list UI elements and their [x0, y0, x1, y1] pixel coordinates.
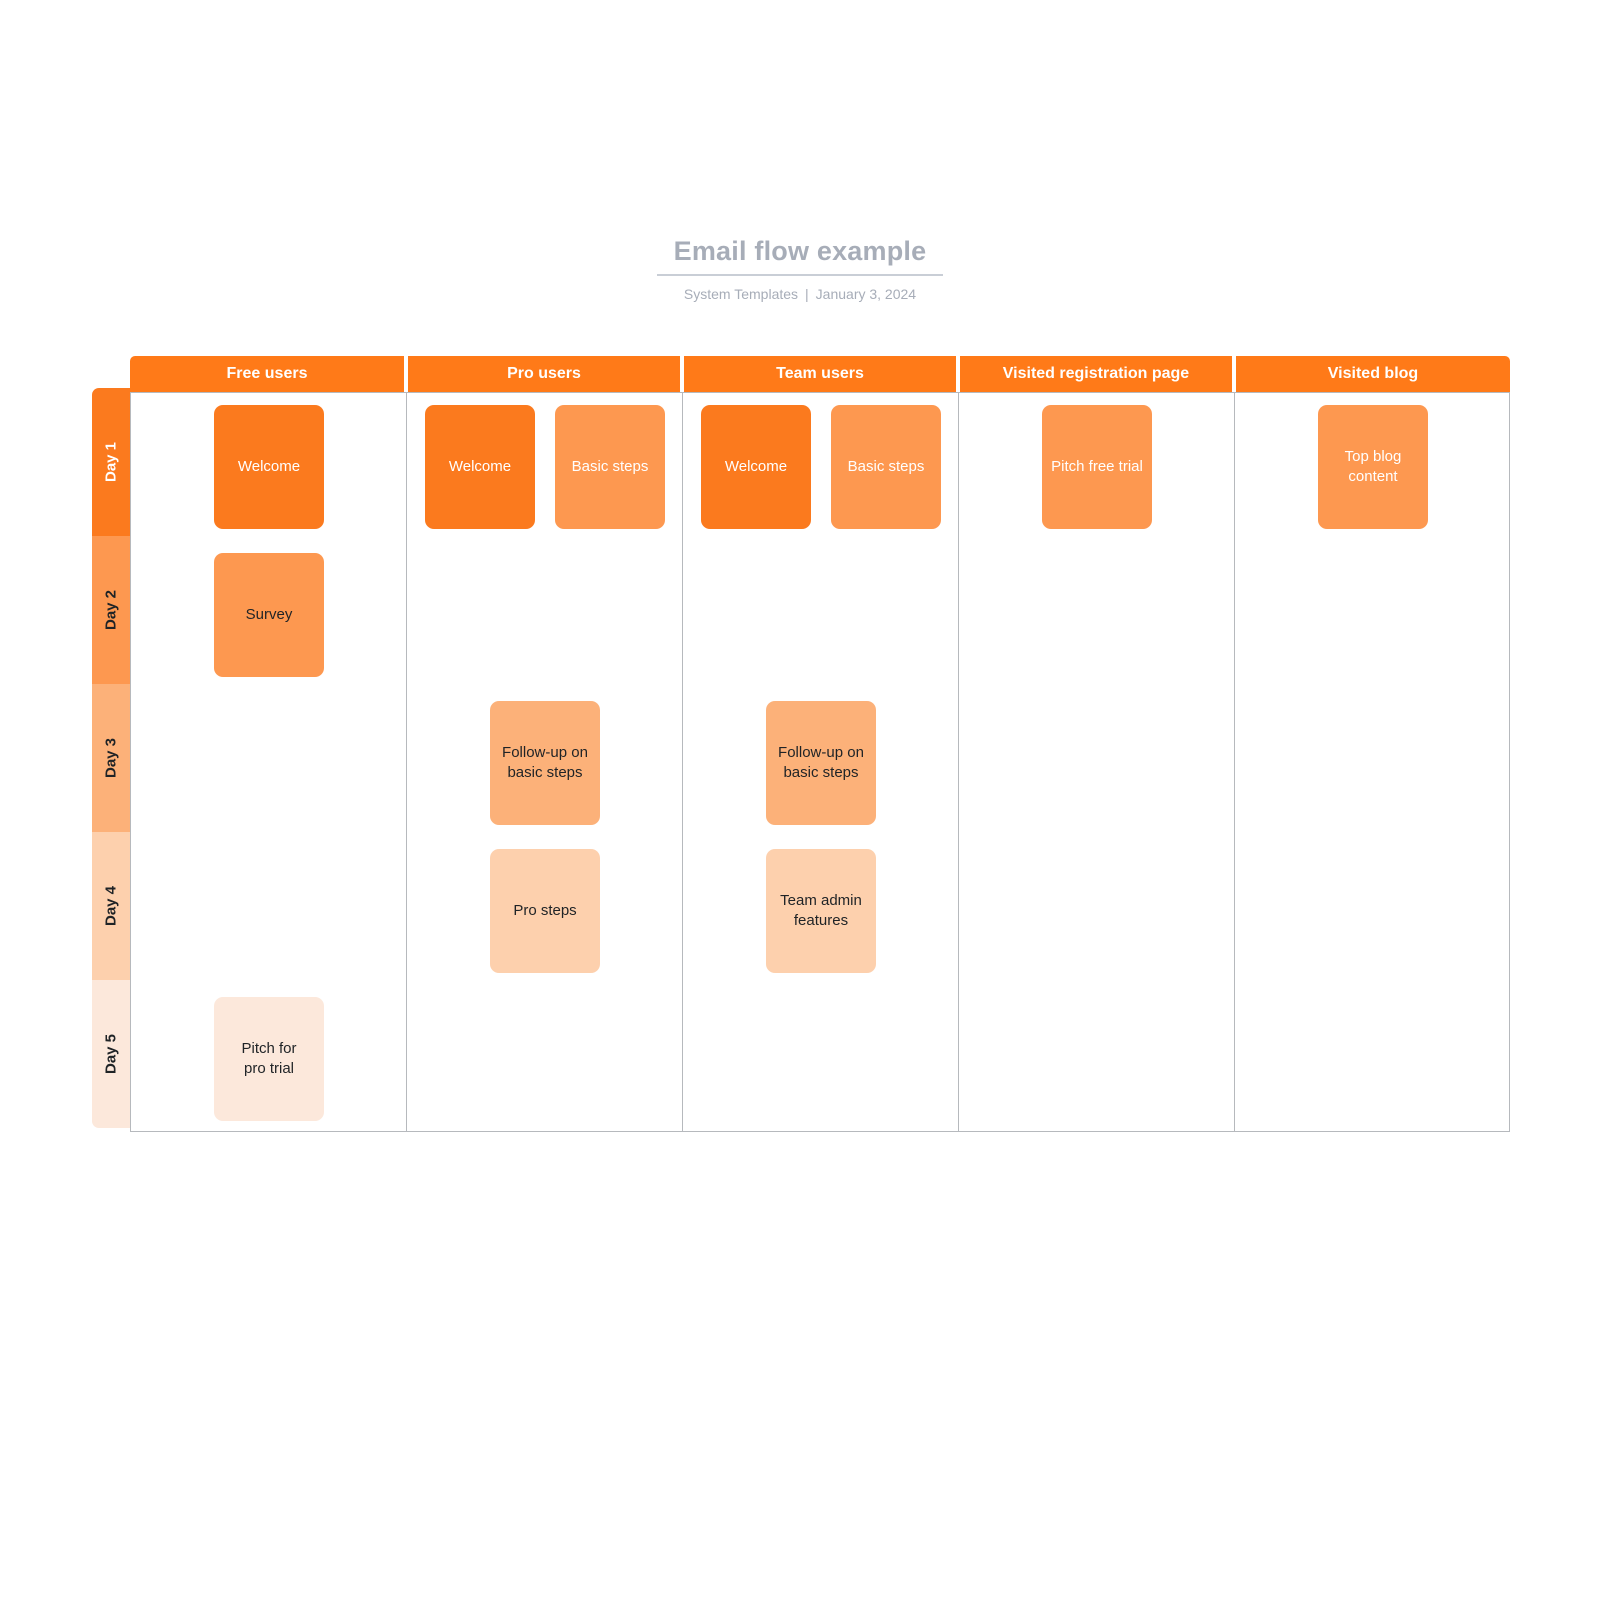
email-card[interactable]: Pitch free trial: [1042, 405, 1152, 529]
author-label: System Templates: [683, 286, 799, 302]
email-card[interactable]: Welcome: [425, 405, 535, 529]
page-title: Email flow example: [673, 236, 927, 266]
grid-top-border: [130, 392, 1510, 393]
column-header[interactable]: Pro users: [408, 356, 680, 392]
email-card[interactable]: Basic steps: [555, 405, 665, 529]
email-card[interactable]: Pro steps: [490, 849, 600, 973]
title-divider: [657, 274, 943, 276]
subtitle-separator: |: [805, 286, 809, 302]
day-row-label: Day 3: [102, 737, 120, 779]
document-header: Email flow example System Templates | Janu…: [0, 234, 1600, 303]
day-row-label: Day 1: [102, 441, 120, 483]
email-card[interactable]: Pitch for pro trial: [214, 997, 324, 1121]
day-row-label: Day 2: [102, 589, 120, 631]
day-row-tab: Day 3: [92, 684, 130, 832]
email-card[interactable]: Basic steps: [831, 405, 941, 529]
date-label: January 3, 2024: [815, 286, 917, 302]
email-card[interactable]: Welcome: [214, 405, 324, 529]
column-divider: [682, 393, 683, 1131]
day-row-tab: Day 1: [92, 388, 130, 536]
document-subtitle: System Templates | January 3, 2024: [0, 285, 1600, 303]
day-rail: Day 1 Day 2 Day 3 Day 4 Day 5: [92, 388, 130, 1132]
day-row-tab: Day 4: [92, 832, 130, 980]
day-row-tab: Day 5: [92, 980, 130, 1128]
day-row-tab: Day 2: [92, 536, 130, 684]
email-card[interactable]: Follow-up on basic steps: [766, 701, 876, 825]
email-card[interactable]: Welcome: [701, 405, 811, 529]
column-header[interactable]: Visited registration page: [960, 356, 1232, 392]
day-row-label: Day 5: [102, 1033, 120, 1075]
column-header[interactable]: Team users: [684, 356, 956, 392]
column-divider: [958, 393, 959, 1131]
day-row-label: Day 4: [102, 885, 120, 927]
column-divider: [406, 393, 407, 1131]
email-card[interactable]: Survey: [214, 553, 324, 677]
column-header[interactable]: Free users: [130, 356, 404, 392]
email-card[interactable]: Top blog content: [1318, 405, 1428, 529]
email-card[interactable]: Team admin features: [766, 849, 876, 973]
column-divider: [1234, 393, 1235, 1131]
email-card[interactable]: Follow-up on basic steps: [490, 701, 600, 825]
column-header[interactable]: Visited blog: [1236, 356, 1510, 392]
